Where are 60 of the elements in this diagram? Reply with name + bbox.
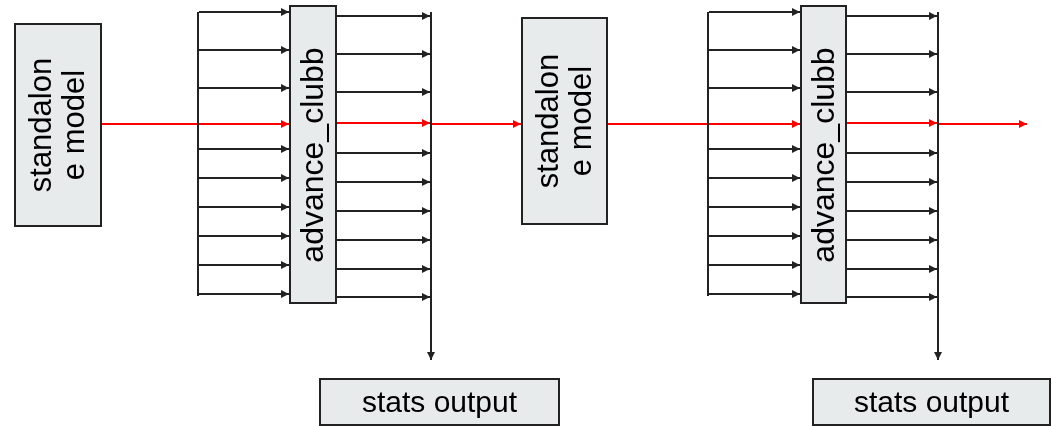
arrow xyxy=(846,119,938,127)
arrow xyxy=(708,290,801,298)
arrow xyxy=(336,178,431,186)
process-box xyxy=(521,17,608,225)
arrow xyxy=(336,265,431,273)
arrow xyxy=(336,293,431,301)
arrow xyxy=(708,203,801,211)
arrow xyxy=(708,84,801,92)
arrow xyxy=(198,145,290,153)
arrow xyxy=(198,232,290,240)
arrow xyxy=(708,46,801,54)
arrow xyxy=(846,178,938,186)
arrow xyxy=(198,46,290,54)
arrow xyxy=(198,261,290,269)
box-label: stats output xyxy=(853,385,1010,419)
arrow xyxy=(198,174,290,182)
arrow xyxy=(336,12,431,20)
arrow xyxy=(846,293,938,301)
arrow xyxy=(708,261,801,269)
process-box xyxy=(289,5,337,304)
process-box xyxy=(319,378,560,426)
arrow xyxy=(708,8,801,16)
arrow xyxy=(846,12,938,20)
arrow xyxy=(846,207,938,215)
arrow xyxy=(336,149,431,157)
arrow xyxy=(607,120,801,128)
arrow xyxy=(336,207,431,215)
box-label: standalone model xyxy=(531,52,598,191)
arrow xyxy=(336,119,431,127)
arrow xyxy=(938,120,1028,128)
arrow xyxy=(846,149,938,157)
process-box xyxy=(812,378,1051,426)
vertical-line xyxy=(430,12,432,352)
arrow xyxy=(336,50,431,58)
arrow xyxy=(336,88,431,96)
arrow xyxy=(708,145,801,153)
arrow xyxy=(846,50,938,58)
arrow xyxy=(198,84,290,92)
arrow xyxy=(198,8,290,16)
arrow xyxy=(198,290,290,298)
vertical-line xyxy=(197,12,199,296)
arrow xyxy=(846,236,938,244)
box-label: advance_clubb xyxy=(806,46,841,263)
arrow xyxy=(934,351,942,361)
arrow xyxy=(427,351,435,361)
vertical-line xyxy=(937,12,939,352)
arrow xyxy=(708,174,801,182)
arrow xyxy=(708,232,801,240)
vertical-line xyxy=(707,12,709,296)
arrow xyxy=(198,203,290,211)
arrow xyxy=(846,88,938,96)
process-box xyxy=(14,23,102,227)
box-label: stats output xyxy=(361,385,518,419)
arrow xyxy=(336,236,431,244)
arrow xyxy=(101,120,290,128)
arrow xyxy=(431,120,522,128)
box-label: advance_clubb xyxy=(296,46,330,263)
process-box xyxy=(800,5,847,304)
arrow xyxy=(846,265,938,273)
box-label: standalone model xyxy=(25,56,91,195)
